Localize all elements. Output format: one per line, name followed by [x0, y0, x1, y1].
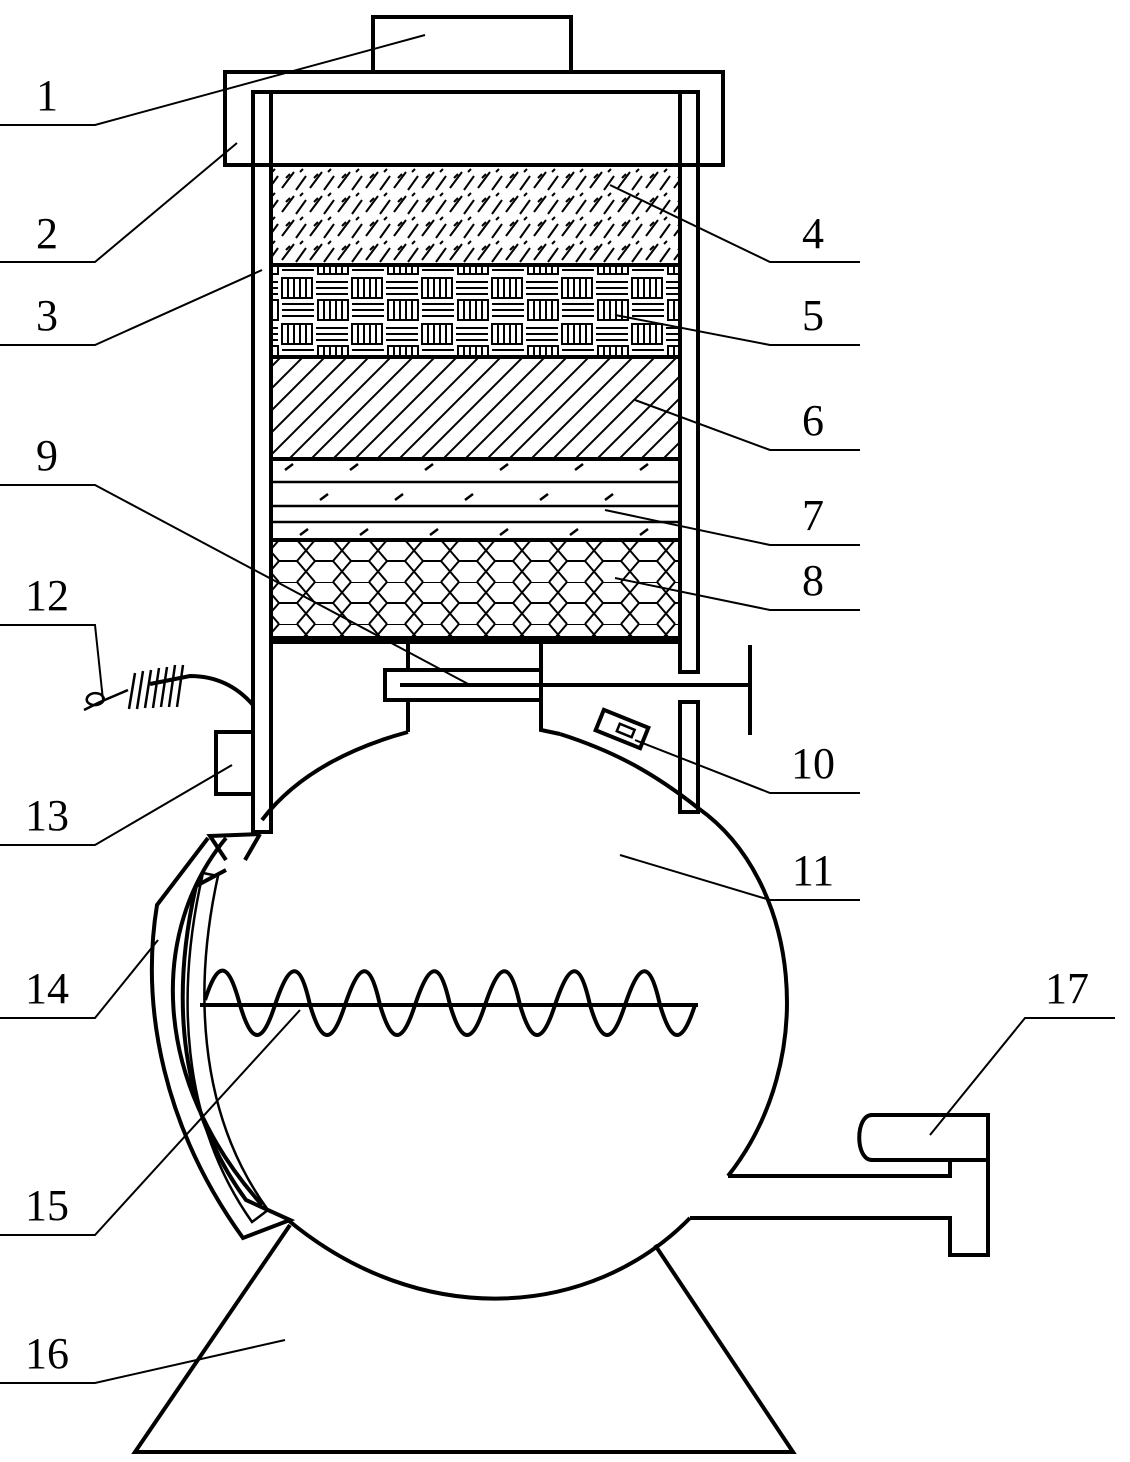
label-11: 11	[792, 846, 834, 895]
label-15: 15	[25, 1181, 69, 1230]
base-stand	[131, 1223, 797, 1454]
filter-layer-honeycomb	[269, 538, 682, 640]
outlet-pipe	[690, 1113, 990, 1257]
label-2: 2	[36, 209, 58, 258]
label-7: 7	[802, 491, 824, 540]
label-16: 16	[25, 1329, 69, 1378]
label-3: 3	[36, 291, 58, 340]
label-13: 13	[25, 791, 69, 840]
label-10: 10	[791, 739, 835, 788]
label-12: 12	[25, 571, 69, 620]
label-1: 1	[36, 71, 58, 120]
drain-valve	[383, 642, 752, 736]
label-4: 4	[802, 209, 824, 258]
sensor	[593, 707, 651, 751]
side-heater	[149, 836, 296, 1241]
filter-layer-lined	[269, 457, 682, 542]
label-9: 9	[36, 431, 58, 480]
filter-layer-woven	[269, 263, 682, 359]
tank-sphere	[170, 730, 789, 1301]
spring-probe	[83, 664, 255, 712]
label-14: 14	[25, 964, 69, 1013]
lid	[223, 70, 725, 167]
part-labels: 1 2 3 4 5 6 7 8 9 10 11 12 13 14 15 16 1…	[25, 71, 1089, 1378]
leader-lines	[0, 34, 1115, 1384]
filter-layer-hatched	[269, 355, 682, 461]
label-6: 6	[802, 396, 824, 445]
agitator	[200, 968, 698, 1037]
control-switch	[214, 730, 255, 796]
label-17: 17	[1045, 964, 1089, 1013]
label-8: 8	[802, 556, 824, 605]
filter-layer-fibrous	[269, 163, 682, 267]
top-cap	[371, 15, 573, 74]
label-5: 5	[802, 291, 824, 340]
